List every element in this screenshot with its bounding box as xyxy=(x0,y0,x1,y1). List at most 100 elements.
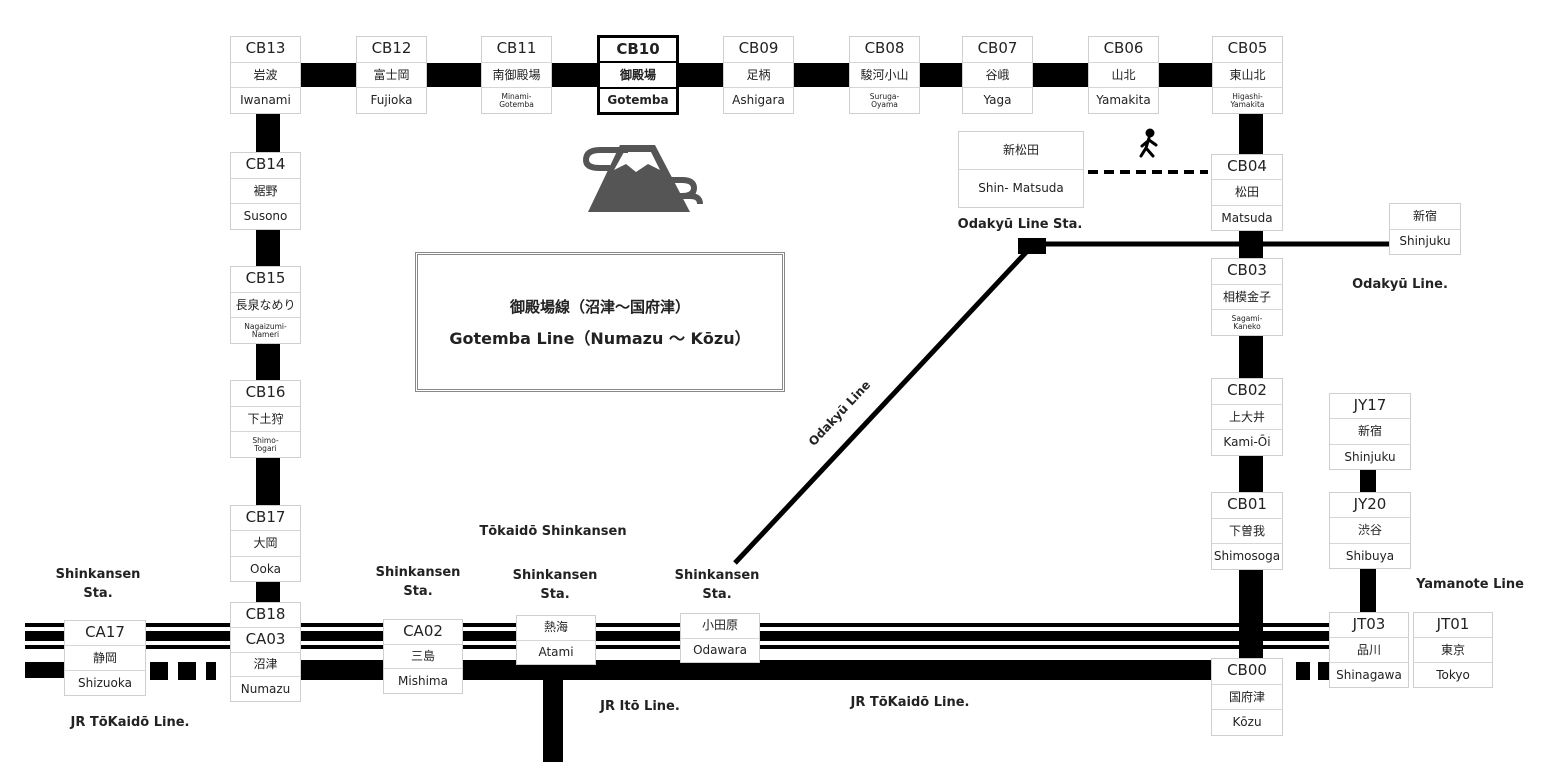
station-code: CB08 xyxy=(864,39,905,58)
station-code: CB03 xyxy=(1227,261,1267,280)
shinkansen-sta-label: Shinkansen Sta. xyxy=(55,567,141,601)
tokaido-line-track xyxy=(25,662,65,678)
odakyu-line-track xyxy=(733,244,1034,565)
station-name-english: Atami xyxy=(517,639,595,665)
tokaido-line-dash xyxy=(1296,662,1310,680)
station-code: CB12 xyxy=(371,39,412,58)
station-name-english: Sagami- Kaneko xyxy=(1212,309,1282,335)
station-code: CB11 xyxy=(496,39,537,58)
station-code: CB17 xyxy=(245,508,286,527)
station-name-english: Minami- Gotemba xyxy=(482,87,551,113)
station-name-japanese: 長泉なめり xyxy=(231,291,300,318)
station-name-japanese: 静岡 xyxy=(65,645,145,670)
station-name-japanese: 山北 xyxy=(1089,61,1158,88)
station-name-japanese: 沼津 xyxy=(231,651,300,677)
station-code: CB18 xyxy=(245,605,286,623)
station-name-japanese: 下曽我 xyxy=(1212,517,1282,544)
station-name-japanese: 熱海 xyxy=(543,620,568,635)
station-name-english: Shin- Matsuda xyxy=(959,169,1083,207)
station-name-japanese: 東山北 xyxy=(1213,61,1282,88)
tokaido-line-dash xyxy=(206,662,216,680)
station-name-japanese: 裾野 xyxy=(231,177,300,204)
shinkansen-sta-label: Shinkansen Sta. xyxy=(375,565,461,599)
station-name-english: Kōzu xyxy=(1212,709,1282,735)
station-name-english: Shinjuku xyxy=(1390,228,1460,255)
station-name-english: Ooka xyxy=(231,555,300,581)
station-code: CB09 xyxy=(738,39,779,58)
station-name-english: Shinagawa xyxy=(1330,662,1408,687)
station-atami[interactable]: 熱海 Atami xyxy=(516,615,596,665)
station-name-japanese: 上大井 xyxy=(1212,403,1282,430)
tokaido-line-dash xyxy=(178,662,196,680)
station-name-english: Susono xyxy=(231,203,300,229)
station-name-english: Suruga- Oyama xyxy=(850,87,919,113)
yamanote-line-label: Yamanote Line xyxy=(1416,577,1524,592)
station-name-japanese: 富士岡 xyxy=(357,61,426,88)
station-code: CB07 xyxy=(977,39,1018,58)
station-name-japanese: 大岡 xyxy=(231,530,300,555)
station-code: CB01 xyxy=(1227,495,1267,514)
ito-line-track xyxy=(543,680,563,762)
station-name-japanese: 松田 xyxy=(1212,179,1282,204)
odakyu-station-marker xyxy=(1018,238,1046,254)
station-code: CB14 xyxy=(245,155,286,174)
walking-person-icon xyxy=(1139,128,1158,158)
station-name-english: Shimosoga xyxy=(1212,543,1282,569)
station-name-english: Tokyo xyxy=(1414,662,1492,687)
station-name-english: Kami-Ōi xyxy=(1212,429,1282,455)
shinkansen-sta-label: Shinkansen Sta. xyxy=(512,568,598,602)
tokaido-line-dash xyxy=(150,662,168,680)
station-name-english: Mishima xyxy=(384,668,462,693)
station-name-english: Gotemba xyxy=(600,86,676,112)
station-code: CA02 xyxy=(403,621,443,640)
title-english: Gotemba Line（Numazu ～ Kōzu） xyxy=(449,328,751,348)
station-code: CB05 xyxy=(1227,39,1268,58)
station-name-english: Yamakita xyxy=(1089,87,1158,113)
station-name-english: Yaga xyxy=(963,87,1032,113)
station-name-japanese: 駿河小山 xyxy=(850,61,919,88)
station-code: CB10 xyxy=(616,39,660,58)
tokaido-line-track xyxy=(300,660,1213,680)
station-name-english: Iwanami xyxy=(231,87,300,113)
station-code: CB04 xyxy=(1227,157,1267,176)
station-name-japanese: 相模金子 xyxy=(1212,283,1282,310)
station-name-english: Nagaizumi- Nameri xyxy=(231,317,300,343)
station-name-japanese: 品川 xyxy=(1330,637,1408,662)
odakyu-line-label: Odakyū Line. xyxy=(1352,277,1448,292)
shinkansen-track xyxy=(25,623,1329,627)
station-name-english: Shinjuku xyxy=(1330,443,1410,469)
station-code: JY17 xyxy=(1353,396,1387,415)
shinkansen-sta-label: Shinkansen Sta. xyxy=(674,568,760,602)
station-name-japanese: 三島 xyxy=(384,643,462,669)
station-name-english: Fujioka xyxy=(357,87,426,113)
tokaido-shinkansen-label: Tōkaidō Shinkansen xyxy=(479,524,627,539)
